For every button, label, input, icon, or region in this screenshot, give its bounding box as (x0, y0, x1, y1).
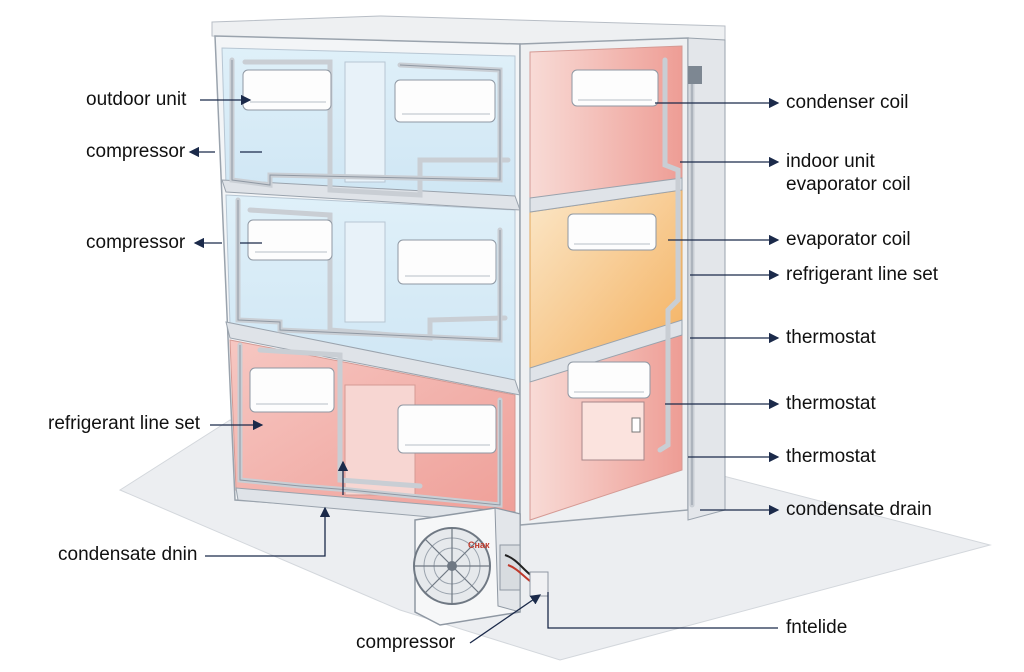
leader-lines (188, 94, 780, 644)
leader-compressor-bottom (469, 594, 542, 644)
floor-3-side (529, 45, 683, 201)
label-fntelide: fntelide (786, 617, 848, 638)
thermostat-display (631, 417, 641, 433)
label-refrigerant-right: refrigerant line set (786, 264, 939, 285)
label-thermostat-2: thermostat (786, 393, 876, 414)
wall-unit-side-f2 (567, 213, 657, 251)
label-compressor-top: compressor (86, 141, 186, 162)
label-refrigerant-left: refrigerant line set (48, 413, 201, 434)
pipe-fitting (688, 66, 702, 84)
wall-unit-side-f3 (571, 69, 659, 107)
wall-unit-f2-right (397, 239, 497, 285)
label-thermostat-3: thermostat (786, 446, 876, 467)
shaft-top (344, 61, 386, 183)
label-condensate-right: condensate drain (786, 499, 932, 520)
pipe-outlines (231, 60, 693, 506)
indoor-units (242, 69, 659, 454)
outdoor-brand-logo: Cнак (468, 540, 490, 550)
label-compressor-mid: compressor (86, 232, 186, 253)
wall-unit-f3-right (394, 79, 496, 123)
unit-vents (250, 99, 652, 446)
wall-unit-f3-left (242, 69, 332, 111)
wall-unit-f1-left (249, 367, 335, 413)
wall-unit-f1-right (397, 404, 497, 454)
label-thermostat-1: thermostat (786, 327, 876, 348)
label-indoor-unit-evaporator: indoor unit evaporator coil (786, 151, 911, 195)
label-condenser-coil: condenser coil (786, 92, 909, 113)
leader-condensate-left (205, 506, 331, 557)
leader-fntelide (547, 592, 778, 629)
label-evaporator-coil: evaporator coil (786, 229, 911, 250)
label-outdoor-unit: outdoor unit (86, 89, 187, 110)
wall-unit-f2-left (247, 219, 333, 261)
label-compressor-bottom: compressor (356, 632, 456, 653)
label-condensate-left: condensate dnin (58, 544, 198, 565)
side-slab-upper (529, 177, 683, 213)
wall-unit-side-f1 (567, 361, 651, 399)
outdoor-condenser-unit (413, 507, 549, 626)
shaft-mid (344, 221, 386, 323)
